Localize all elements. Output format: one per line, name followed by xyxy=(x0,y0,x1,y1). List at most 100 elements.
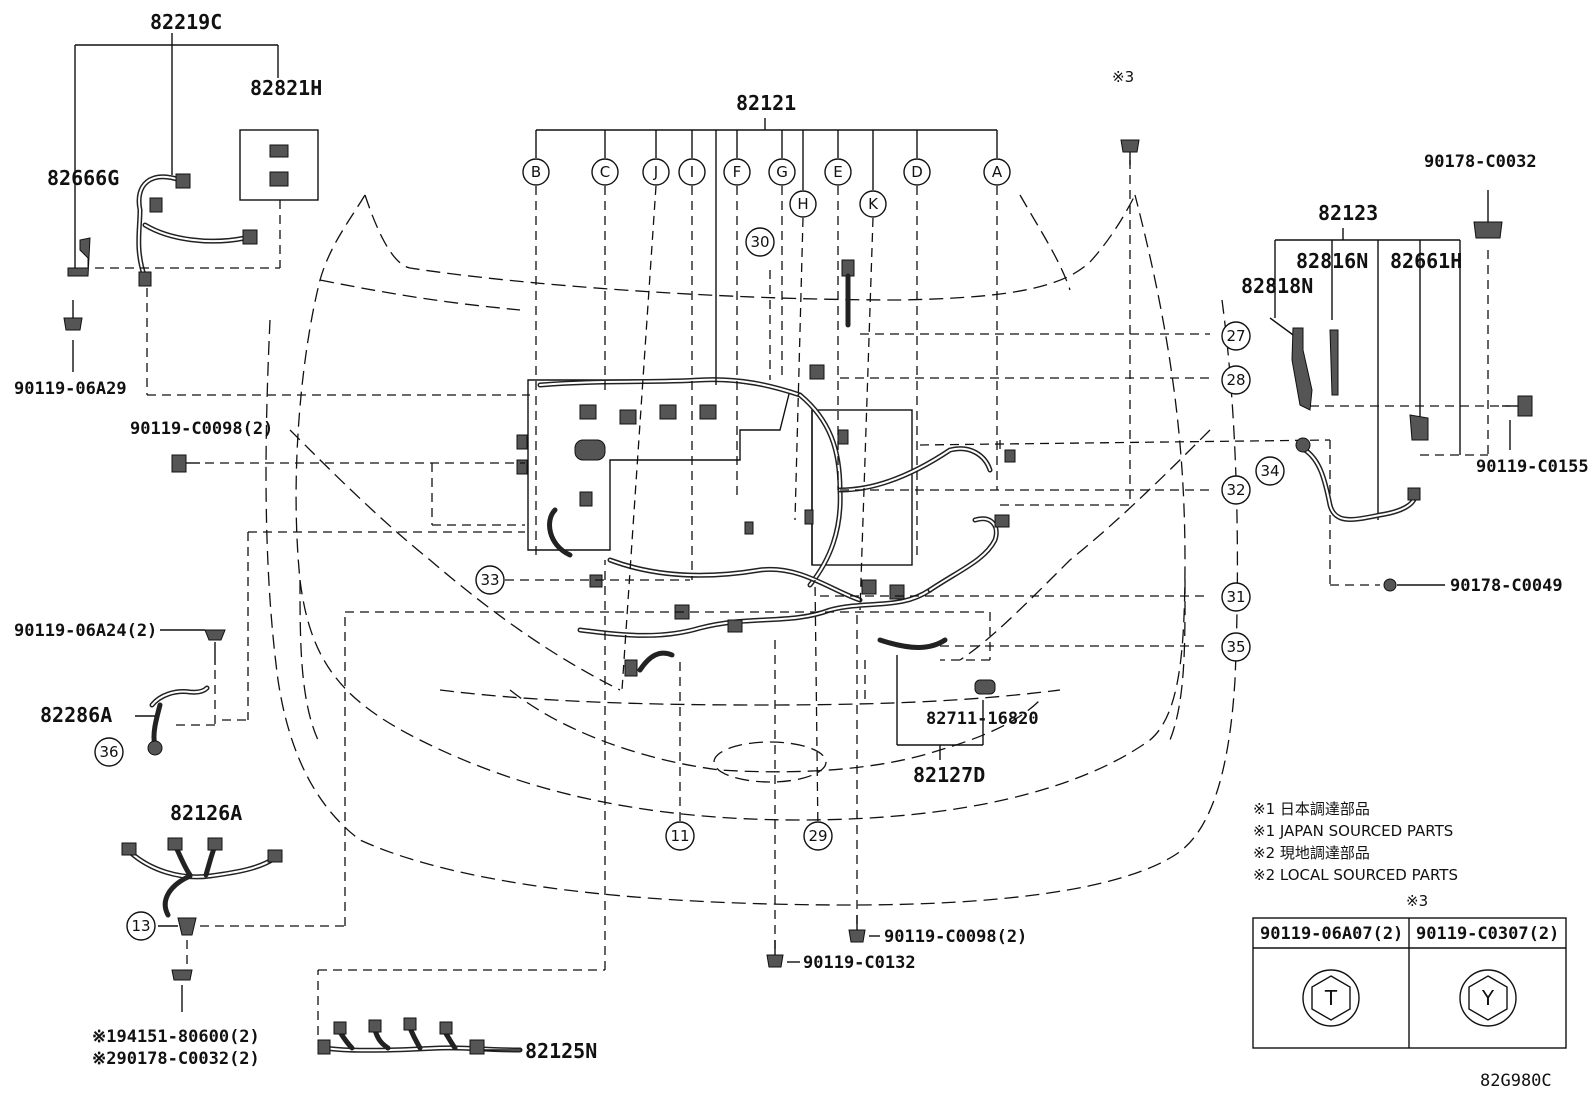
bolt-head-Y-icon: Y xyxy=(1459,969,1517,1027)
letter-G: G xyxy=(768,158,796,186)
svg-text:35: 35 xyxy=(1226,638,1245,656)
bolt-head-T-icon: T xyxy=(1302,969,1360,1027)
callout-28: 28 xyxy=(1221,365,1251,395)
number-leaders xyxy=(505,160,1380,837)
svg-text:H: H xyxy=(797,195,808,213)
svg-text:29: 29 xyxy=(808,827,827,845)
letter-I: I xyxy=(678,158,706,186)
label-90119-C0098-left: 90119-C0098(2) xyxy=(130,419,273,439)
harness-82121-callouts xyxy=(535,118,998,691)
label-82818N: 82818N xyxy=(1241,274,1313,298)
label-90119-C0155: 90119-C0155 xyxy=(1476,457,1589,477)
callout-11: 11 xyxy=(665,821,695,851)
svg-text:32: 32 xyxy=(1226,481,1245,499)
svg-text:28: 28 xyxy=(1226,371,1245,389)
label-90119-06A24: 90119-06A24(2) xyxy=(14,621,157,641)
label-90119-06A29: 90119-06A29 xyxy=(14,379,127,399)
group-82123 xyxy=(1269,190,1533,592)
letter-K: K xyxy=(859,190,887,218)
callout-13: 13 xyxy=(126,911,156,941)
letter-F: F xyxy=(723,158,751,186)
callout-32: 32 xyxy=(1221,475,1251,505)
svg-text:E: E xyxy=(833,163,842,181)
letter-B: B xyxy=(522,158,550,186)
table-mark3: ※3 xyxy=(1406,892,1428,910)
callout-29: 29 xyxy=(803,821,833,851)
label-94151: ※194151-80600(2) xyxy=(92,1027,260,1047)
svg-text:J: J xyxy=(653,163,658,181)
label-82127D: 82127D xyxy=(913,763,985,787)
sourcing-notes: ※1 日本調達部品 ※1 JAPAN SOURCED PARTS ※2 現地調達… xyxy=(1253,800,1458,884)
label-82121: 82121 xyxy=(736,91,796,115)
vehicle-outline xyxy=(265,194,1239,906)
callout-35: 35 xyxy=(1221,632,1251,662)
svg-text:T: T xyxy=(1324,986,1338,1010)
letter-J: J xyxy=(642,158,670,186)
label-82123: 82123 xyxy=(1318,201,1378,225)
label-82661H: 82661H xyxy=(1390,249,1462,273)
label-mark3-top: ※3 xyxy=(1112,68,1134,86)
svg-text:11: 11 xyxy=(670,827,689,845)
callout-31: 31 xyxy=(1221,582,1251,612)
number-callouts: 27 28 32 34 31 33 35 36 30 13 11 29 xyxy=(94,227,1285,941)
svg-text:D: D xyxy=(911,163,923,181)
svg-text:B: B xyxy=(531,163,541,181)
note-1-en: ※1 JAPAN SOURCED PARTS xyxy=(1253,822,1453,840)
label-90178-C0032-2: ※290178-C0032(2) xyxy=(92,1049,260,1069)
svg-text:A: A xyxy=(992,163,1003,181)
label-82126A: 82126A xyxy=(170,801,242,825)
letter-H: H xyxy=(789,190,817,218)
left-hardware xyxy=(135,454,525,756)
label-90119-C0132: 90119-C0132 xyxy=(803,953,916,973)
svg-text:I: I xyxy=(690,163,694,181)
figure-code: 82G980C xyxy=(1480,1071,1552,1091)
note-2-en: ※2 LOCAL SOURCED PARTS xyxy=(1253,866,1458,884)
mark3-table: ※3 90119-06A07(2) 90119-C0307(2) T Y xyxy=(1252,892,1567,1049)
svg-text:Y: Y xyxy=(1481,986,1495,1010)
group-82125N xyxy=(317,560,606,1055)
label-90178-C0032: 90178-C0032 xyxy=(1424,152,1537,172)
table-col2-part: 90119-C0307(2) xyxy=(1416,924,1559,944)
label-82821H: 82821H xyxy=(250,76,322,100)
svg-text:G: G xyxy=(776,163,788,181)
svg-text:F: F xyxy=(733,163,742,181)
label-82219C: 82219C xyxy=(150,10,222,34)
svg-text:K: K xyxy=(868,195,879,213)
svg-text:27: 27 xyxy=(1226,327,1245,345)
letter-E: E xyxy=(824,158,852,186)
callout-27: 27 xyxy=(1221,321,1251,351)
note-2-jp: ※2 現地調達部品 xyxy=(1253,844,1370,862)
svg-text:13: 13 xyxy=(131,917,150,935)
callout-30: 30 xyxy=(745,227,775,257)
letter-A: A xyxy=(983,158,1011,186)
callout-36: 36 xyxy=(94,737,124,767)
label-82286A: 82286A xyxy=(40,703,112,727)
note-1-jp: ※1 日本調達部品 xyxy=(1253,800,1370,818)
engine-harness xyxy=(516,259,1016,695)
svg-text:36: 36 xyxy=(99,743,118,761)
svg-text:30: 30 xyxy=(750,233,769,251)
svg-text:34: 34 xyxy=(1260,462,1279,480)
label-90178-C0049: 90178-C0049 xyxy=(1450,576,1563,596)
group-82219C xyxy=(63,33,530,396)
part-labels: 82219C 82821H 82666G 90119-06A29 90119-C… xyxy=(14,10,1589,1069)
label-82816N: 82816N xyxy=(1296,249,1368,273)
bracket-82127D xyxy=(864,655,984,760)
bolt-mark3 xyxy=(1120,139,1140,165)
letter-callouts: B C J I F G H E K D A xyxy=(522,158,1011,218)
svg-text:31: 31 xyxy=(1226,588,1245,606)
letter-C: C xyxy=(591,158,619,186)
label-82125N: 82125N xyxy=(525,1039,597,1063)
bottom-bolts xyxy=(766,615,880,968)
svg-text:C: C xyxy=(600,163,610,181)
label-82711-16820: 82711-16820 xyxy=(926,709,1039,729)
group-82126A xyxy=(121,611,991,1012)
callout-34: 34 xyxy=(1255,456,1285,486)
label-90119-C0098-bottom: 90119-C0098(2) xyxy=(884,927,1027,947)
callout-33: 33 xyxy=(475,565,505,595)
svg-text:33: 33 xyxy=(480,571,499,589)
letter-D: D xyxy=(903,158,931,186)
table-col1-part: 90119-06A07(2) xyxy=(1260,924,1403,944)
label-82666G: 82666G xyxy=(47,166,119,190)
